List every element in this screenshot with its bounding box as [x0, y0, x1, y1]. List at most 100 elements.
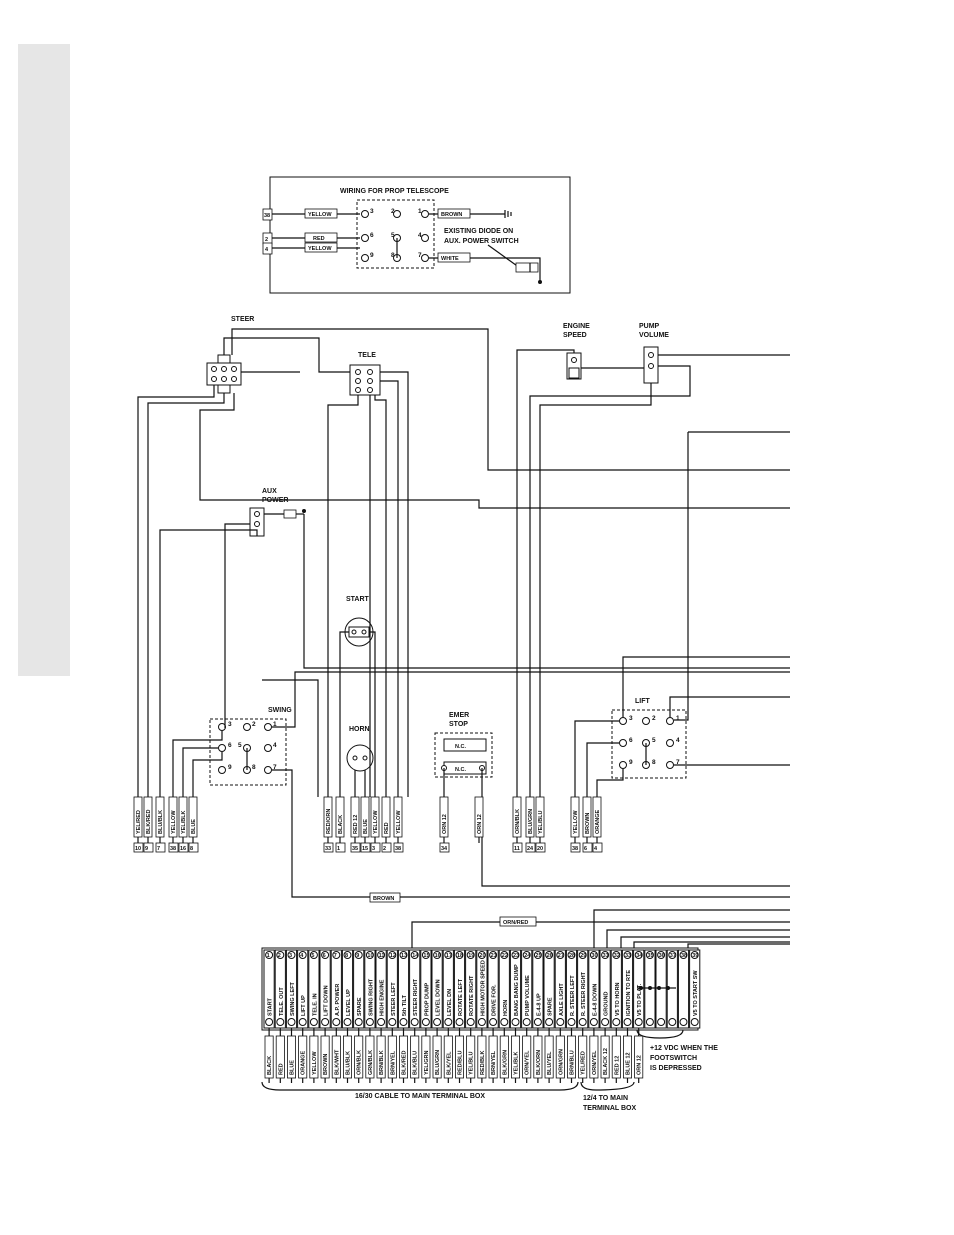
cable-wire-color: BRN/BLU: [570, 1050, 576, 1075]
terminal-function: AXLE LIGHT: [559, 983, 565, 1016]
terminal-function: E-4-8 DOWN: [592, 984, 598, 1016]
horn-label: HORN: [349, 726, 370, 733]
terminal-number-top: 6: [323, 953, 326, 959]
svg-text:5: 5: [391, 232, 395, 239]
existing-diode: [515, 262, 539, 273]
terminal-36: 36: [655, 949, 667, 1029]
cable-wire-color: BLK/YEL: [446, 1051, 452, 1075]
cable-wire-color: BLUE: [290, 1060, 296, 1075]
prop-connector-pins: 3 2 1 6 5 4 9 8 7: [361, 208, 429, 262]
wire-terminal-number: 11: [514, 846, 520, 852]
terminal-number-top: 19: [468, 953, 474, 959]
wire-terminal-number: 38: [572, 846, 578, 852]
terminal-number-top: 13: [401, 953, 407, 959]
prop-wire-red: RED: [313, 236, 325, 242]
terminal-function: R. STEER RIGHT: [581, 971, 587, 1016]
svg-text:2: 2: [391, 208, 395, 215]
prop-terminal-38-label: 38: [264, 213, 270, 219]
steer-switch: [206, 354, 242, 394]
terminal-function: IGNITION TO RTE: [626, 970, 632, 1016]
cable-wire-color: ORN/GRN: [558, 1049, 564, 1075]
terminal-number-top: 36: [659, 953, 665, 959]
bus-orn-red-label: ORN/RED: [503, 920, 528, 926]
wire-tag-emer-stop-1: ORN 12: [474, 796, 484, 843]
wire-terminal-number: 2: [383, 846, 386, 852]
cable-wire-color: BLU/BLK: [346, 1051, 352, 1075]
terminal-function: HORN: [503, 1000, 509, 1016]
cable-12-4-label-1: 12/4 TO MAIN: [583, 1095, 628, 1102]
wire-terminal-box: [323, 842, 334, 853]
svg-text:6: 6: [370, 232, 374, 239]
prop-wire-yellow-2: YELLOW: [308, 246, 332, 252]
cable-wire-color: RED/BLK: [480, 1051, 486, 1075]
svg-text:5: 5: [652, 737, 656, 744]
wire-tag-steer-swing-2: BLU/BLK 7: [155, 796, 166, 853]
svg-text:9: 9: [370, 252, 374, 259]
cable-wire-color: BLU/GRN: [435, 1050, 441, 1075]
cable-wire-color: ORN/BLK: [357, 1050, 363, 1075]
wire-color-label: RED: [384, 822, 390, 834]
cable-wire-color: BLACK 12: [603, 1048, 609, 1075]
wire-color-label: YELLOW: [171, 810, 177, 834]
wire-terminal-number: 7: [157, 846, 160, 852]
wire-terminal-number: 10: [135, 846, 141, 852]
emer-stop-nc-2: N.C.: [455, 767, 466, 773]
cable-wire-color: BLK/RED: [402, 1051, 408, 1075]
cable-wire-color: YEL/BLK: [514, 1051, 520, 1075]
cable-wire-color: RED: [278, 1063, 284, 1075]
aux-power-label-1: AUX: [262, 488, 277, 495]
svg-text:3: 3: [370, 208, 374, 215]
terminal-function: PUMP VOLUME: [525, 975, 531, 1016]
engine-speed-label-2: SPEED: [563, 332, 587, 339]
cable-wire-color: ORN/YEL: [525, 1050, 531, 1075]
terminal-function: DRIVE FOR.: [492, 984, 498, 1016]
terminal-number-top: 9: [356, 953, 359, 959]
wire-terminal-box: [335, 842, 346, 853]
main-wiring: ORN/RED BROWN: [137, 328, 790, 948]
terminal-number-top: 14: [412, 953, 419, 959]
terminal-function: STEER LEFT: [391, 982, 397, 1016]
wire-color-label: ORN/BLK: [515, 809, 521, 834]
terminal-number-top: 27: [558, 953, 564, 959]
terminal-function: ROTATE RIGHT: [469, 975, 475, 1016]
footswitch-note-2: FOOTSWITCH: [650, 1055, 697, 1062]
terminal-number-top: 30: [591, 953, 597, 959]
lift-connector: 3 2 1 6 5 4 9 8 7: [611, 709, 687, 779]
start-label: START: [346, 596, 370, 603]
cable-12-4-label-2: TERMINAL BOX: [583, 1105, 636, 1112]
terminal-number-top: 25: [535, 953, 541, 959]
wire-color-label: YEL/BLU: [538, 810, 544, 834]
terminal-number-top: 29: [580, 953, 586, 959]
terminal-number-top: 23: [513, 953, 519, 959]
terminal-number-top: 17: [446, 953, 452, 959]
terminal-function: GROUND: [604, 992, 610, 1016]
wire-terminal-box: [393, 842, 404, 853]
wire-color-label: BLU/BLK: [158, 810, 164, 834]
cable-wire-color: GRN/BLK: [368, 1050, 374, 1075]
terminal-number-top: 22: [502, 953, 508, 959]
wire-color-label: RED 12: [353, 815, 359, 834]
terminal-number-top: 26: [547, 953, 553, 959]
wire-terminal-box: [360, 842, 371, 853]
wire-terminal-box: [570, 842, 581, 853]
